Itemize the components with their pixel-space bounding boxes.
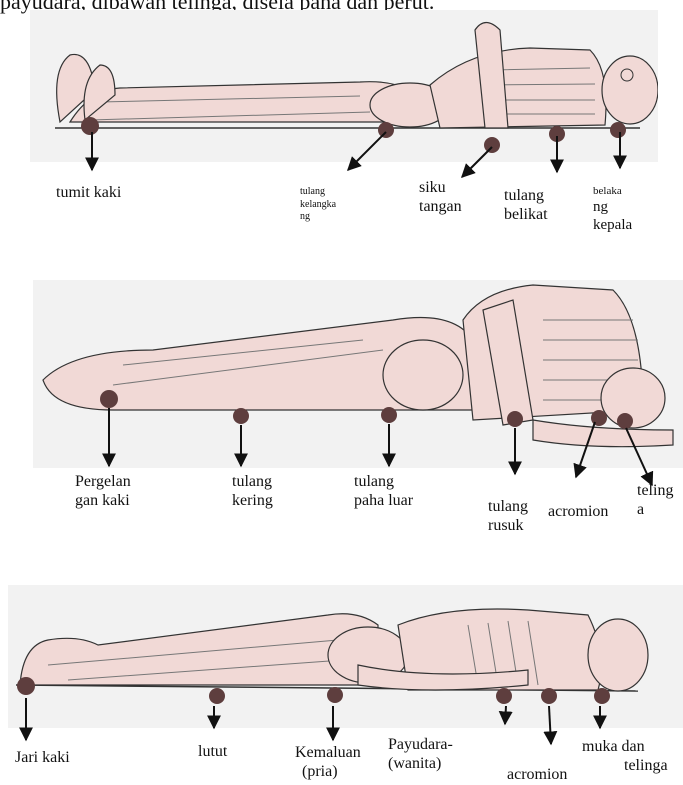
label-hip: tulang paha luar: [354, 472, 413, 510]
label-ear-lateral: teling a: [637, 481, 673, 519]
illustration-supine: [30, 10, 658, 162]
label-acromion-lateral: acromion: [548, 502, 608, 521]
label-ankle: Pergelan gan kaki: [75, 472, 131, 510]
label-acromion-prone: acromion: [507, 765, 567, 784]
illustration-lateral: [33, 280, 683, 468]
label-occiput: belaka ng kepala: [593, 185, 632, 234]
label-toes: Jari kaki: [15, 748, 70, 767]
label-scapula: tulang belikat: [504, 186, 548, 224]
prone-body-figure: [8, 585, 683, 728]
label-ribs: tulang rusuk: [488, 497, 528, 535]
label-heel: tumit kaki: [56, 183, 121, 202]
label-genitals: Kemaluan (pria): [295, 743, 361, 781]
label-face-ear: muka dan telinga: [582, 737, 668, 775]
label-knee-lateral: tulang kering: [232, 472, 273, 510]
supine-body-figure: [30, 10, 658, 162]
label-knee-prone: lutut: [198, 742, 227, 761]
label-breast: Payudara- (wanita): [388, 735, 453, 773]
illustration-prone: [8, 585, 683, 728]
label-elbow: siku tangan: [419, 178, 462, 216]
label-sacrum: tulang kelangka ng: [300, 186, 336, 224]
lateral-body-figure: [33, 280, 683, 468]
